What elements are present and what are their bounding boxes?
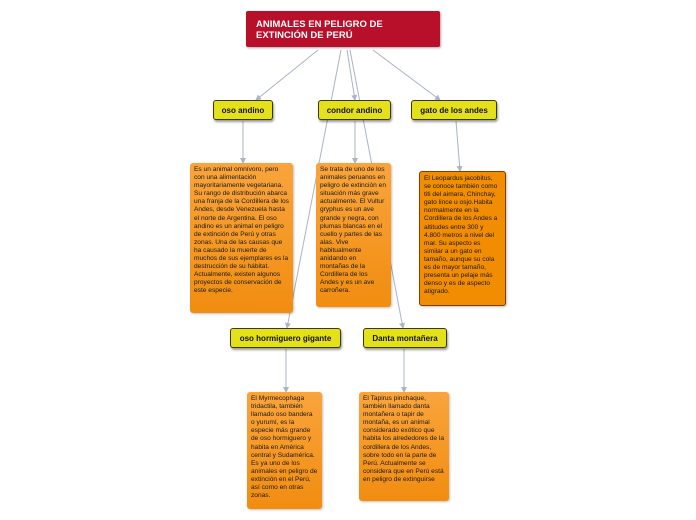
root-topic[interactable]: ANIMALES EN PELIGRO DE EXTINCIÓN DE PERÚ bbox=[246, 11, 440, 47]
topic-label: Danta montañera bbox=[372, 333, 438, 343]
root-title: ANIMALES EN PELIGRO DE EXTINCIÓN DE PERÚ bbox=[256, 19, 383, 41]
topic-condor-andino[interactable]: condor andino bbox=[318, 100, 391, 120]
note-oso-hormiguero-gigante[interactable]: El Myrmecophaga tridactila, también llam… bbox=[247, 392, 322, 509]
note-text: Es un animal omnívoro, pero con una alim… bbox=[194, 166, 289, 295]
topic-label: oso andino bbox=[221, 105, 265, 115]
note-oso-andino[interactable]: Es un animal omnívoro, pero con una alim… bbox=[190, 163, 293, 313]
note-text: El Myrmecophaga tridactila, también llam… bbox=[251, 395, 318, 500]
topic-label: oso hormiguero gigante bbox=[239, 333, 332, 343]
topic-oso-hormiguero-gigante[interactable]: oso hormiguero gigante bbox=[230, 328, 341, 348]
note-text: El Leopardus jacobitus, se conoce tambié… bbox=[424, 175, 498, 296]
connector-root-oso-andino bbox=[255, 49, 319, 101]
topic-danta-montanera[interactable]: Danta montañera bbox=[363, 328, 447, 348]
note-danta-montanera[interactable]: El Tapirus pinchaque, también llamado da… bbox=[359, 392, 449, 501]
topic-label: gato de los andes bbox=[420, 105, 488, 115]
note-text: El Tapirus pinchaque, también llamado da… bbox=[363, 395, 445, 483]
note-text: Se trata de uno de los animales peruanos… bbox=[320, 166, 386, 295]
topic-gato-de-los-andes[interactable]: gato de los andes bbox=[411, 100, 497, 120]
connector-root-condor-andino bbox=[346, 49, 358, 101]
note-condor-andino[interactable]: Se trata de uno de los animales peruanos… bbox=[316, 163, 391, 307]
topic-oso-andino[interactable]: oso andino bbox=[213, 100, 273, 120]
connector-root-oso-hormiguero bbox=[285, 49, 342, 329]
topic-label: condor andino bbox=[326, 105, 383, 115]
connector-root-gato-andes bbox=[372, 49, 441, 101]
note-gato-de-los-andes[interactable]: El Leopardus jacobitus, se conoce tambié… bbox=[419, 171, 506, 306]
connector-gato-note bbox=[455, 120, 463, 172]
